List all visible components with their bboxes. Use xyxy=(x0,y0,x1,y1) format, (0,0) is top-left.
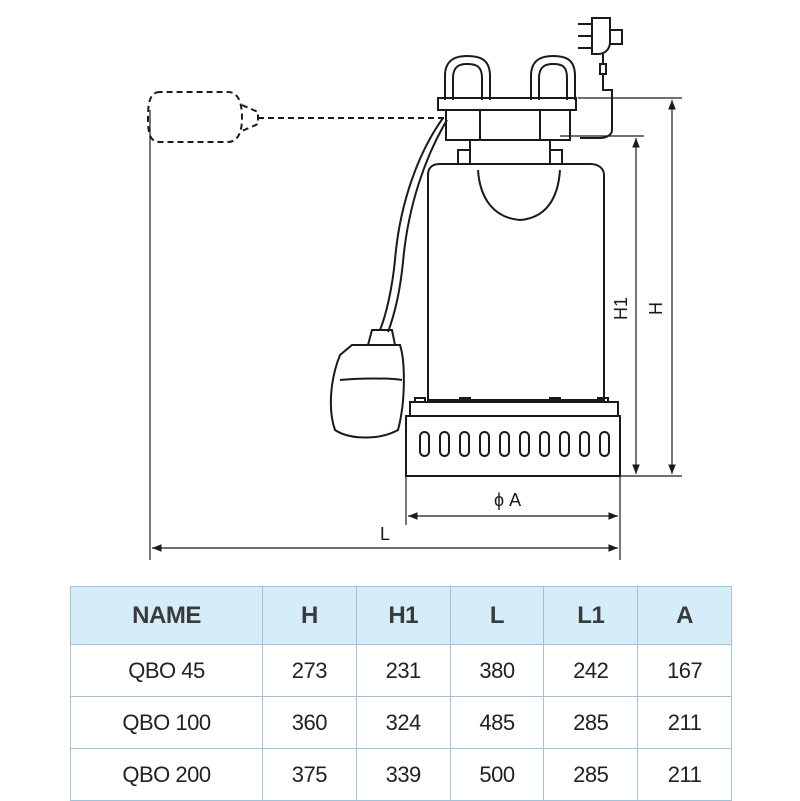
table-row: QBO 200 375 339 500 285 211 xyxy=(70,748,732,801)
cell-l: 500 xyxy=(449,748,545,801)
header-h1: H1 xyxy=(355,586,451,645)
cell-a: 211 xyxy=(637,748,732,801)
cell-h1: 324 xyxy=(355,696,451,749)
float-switch-raised xyxy=(146,91,445,143)
header-l1: L1 xyxy=(543,586,639,645)
cell-name: QBO 100 xyxy=(70,696,263,749)
dimension-label-l: L xyxy=(380,524,391,544)
pump-dimension-diagram: ϕ A L H1 H xyxy=(146,17,682,560)
header-l: L xyxy=(449,586,545,645)
table-header-row: NAME H H1 L L1 A xyxy=(70,586,732,645)
dimension-label-h1: H1 xyxy=(611,296,632,321)
cell-name: QBO 200 xyxy=(70,748,263,801)
cell-name: QBO 45 xyxy=(70,644,263,697)
cell-l: 380 xyxy=(449,644,545,697)
table-row: QBO 100 360 324 485 285 211 xyxy=(70,696,732,749)
intake-slots xyxy=(419,431,610,457)
cell-h: 273 xyxy=(262,644,357,697)
header-a: A xyxy=(637,586,732,645)
specification-table: NAME H H1 L L1 A QBO 45 273 231 380 242 … xyxy=(70,586,732,801)
cell-h: 360 xyxy=(262,696,357,749)
cell-a: 211 xyxy=(637,696,732,749)
cell-h: 375 xyxy=(262,748,357,801)
header-name: NAME xyxy=(70,586,263,645)
cell-h1: 231 xyxy=(355,644,451,697)
pump-body xyxy=(405,163,621,477)
cell-h1: 339 xyxy=(355,748,451,801)
table-row: QBO 45 273 231 380 242 167 xyxy=(70,644,732,697)
dimension-label-phi-a: ϕ A xyxy=(494,490,522,510)
cell-l1: 285 xyxy=(543,696,639,749)
cell-l1: 242 xyxy=(543,644,639,697)
dimension-label-h: H xyxy=(646,302,666,315)
cell-l: 485 xyxy=(449,696,545,749)
power-plug xyxy=(578,17,623,139)
cell-a: 167 xyxy=(637,644,732,697)
dimension-lines xyxy=(149,97,682,560)
pump-head xyxy=(437,54,577,165)
cell-l1: 285 xyxy=(543,748,639,801)
pump-drawing xyxy=(146,17,682,560)
float-switch-hanging xyxy=(329,117,448,439)
header-h: H xyxy=(262,586,357,645)
